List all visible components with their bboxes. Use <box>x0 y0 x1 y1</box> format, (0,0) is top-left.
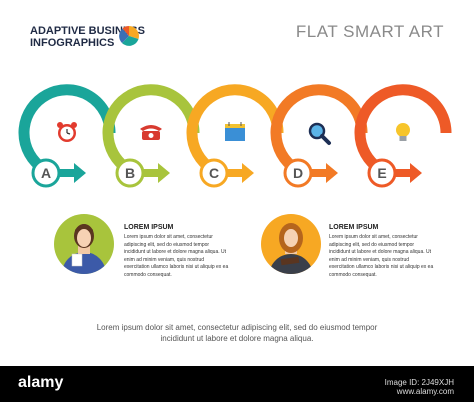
process-flow: A B C D E <box>18 84 452 188</box>
calendar-icon <box>225 122 245 141</box>
brand-title: ADAPTIVE BUSINESS INFOGRAPHICS <box>30 25 145 49</box>
step-c-arrow <box>225 163 254 183</box>
step-d-badge <box>283 158 313 188</box>
watermark-id-line-1: Image ID: 2J49XJH <box>384 378 454 387</box>
watermark-logo: alamy <box>18 374 64 391</box>
footer-line-2: incididunt ut labore et dolore magna ali… <box>160 334 314 343</box>
card-2-text: Lorem ipsum dolor sit amet, consectetur … <box>329 234 434 278</box>
step-e-badge <box>367 158 397 188</box>
step-c-arc <box>186 84 284 174</box>
avatar-woman-with-tablet <box>54 214 114 274</box>
watermark-bar: alamy Image ID: 2J49XJH www.alamy.com <box>0 366 474 402</box>
step-e <box>354 84 452 183</box>
brand-line-2: INFOGRAPHICS <box>30 37 115 49</box>
step-e-arc <box>354 84 452 174</box>
card-2-title: LOREM IPSUM <box>329 224 379 231</box>
watermark-id-line-2: www.alamy.com <box>396 387 454 396</box>
step-e-letter: E <box>377 165 386 181</box>
card-1-title: LOREM IPSUM <box>124 224 174 231</box>
brand-line-1: ADAPTIVE BUSINESS <box>30 25 145 37</box>
page-title: FLAT SMART ART <box>295 22 444 41</box>
watermark-id: Image ID: 2J49XJH www.alamy.com <box>385 378 454 396</box>
step-e-arrow <box>393 163 422 183</box>
step-c-letter: C <box>209 165 219 181</box>
alarm-clock-icon <box>57 122 77 142</box>
step-d-arc <box>270 84 368 174</box>
step-a-arrow <box>57 163 86 183</box>
step-a-letter: A <box>41 165 51 181</box>
step-c-badge <box>199 158 229 188</box>
step-b <box>102 84 200 183</box>
card-1-text: Lorem ipsum dolor sit amet, consectetur … <box>124 234 229 278</box>
footer-line-1: Lorem ipsum dolor sit amet, consectetur … <box>96 323 378 332</box>
step-b-letter: B <box>125 165 135 181</box>
step-d <box>270 84 368 183</box>
footer-text: Lorem ipsum dolor sit amet, consectetur … <box>0 322 474 344</box>
telephone-icon <box>140 125 162 140</box>
light-bulb-icon <box>396 123 410 141</box>
magnifier-icon <box>308 122 331 145</box>
step-d-letter: D <box>293 165 303 181</box>
step-a <box>18 84 116 183</box>
step-c <box>186 84 284 183</box>
step-a-badge <box>31 158 61 188</box>
avatar-woman-with-notebook <box>261 214 321 274</box>
step-b-badge <box>115 158 145 188</box>
step-a-arc <box>18 84 116 174</box>
step-b-arrow <box>141 163 170 183</box>
step-b-arc <box>102 84 200 174</box>
pie-chart-icon <box>119 26 139 46</box>
step-d-arrow <box>309 163 338 183</box>
